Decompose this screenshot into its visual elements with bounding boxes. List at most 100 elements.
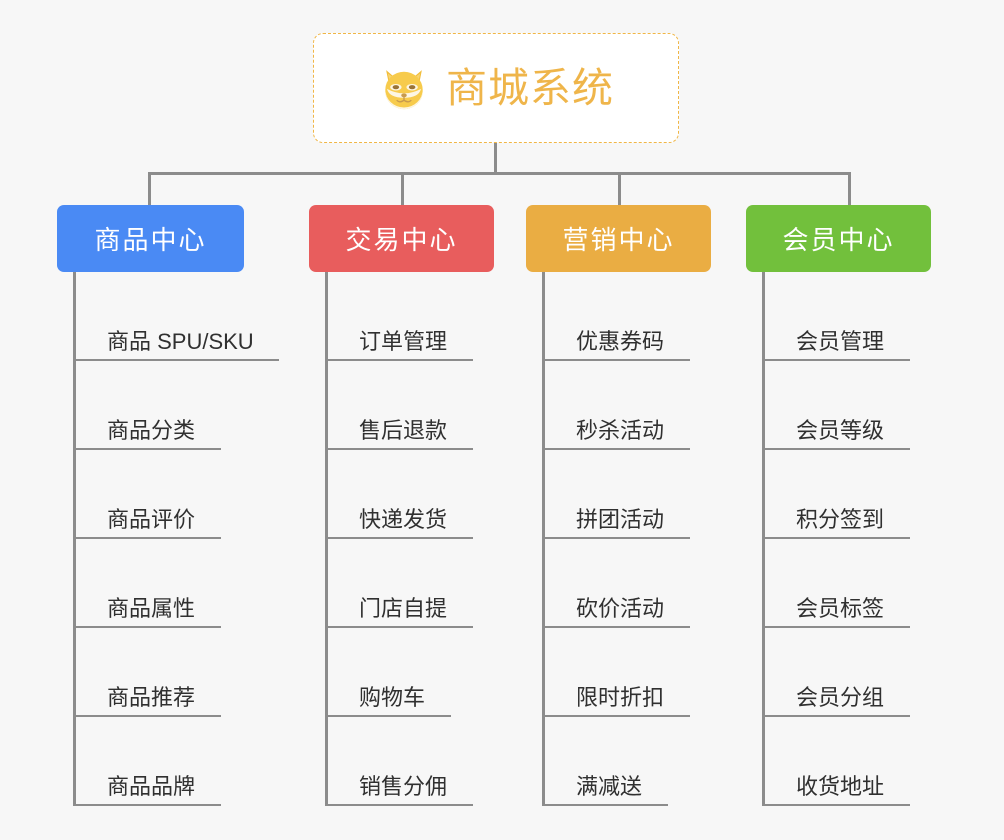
leaf-underline <box>325 537 473 539</box>
leaf-label: 商品属性 <box>107 595 196 621</box>
leaf-underline <box>762 804 910 806</box>
leaf-underline <box>73 715 221 717</box>
leaf-underline <box>762 626 910 628</box>
list-item[interactable]: 优惠券码 <box>542 272 711 361</box>
leaf-label: 积分签到 <box>796 506 885 532</box>
category-header-4[interactable]: 会员中心 <box>746 205 931 272</box>
connector-drop-3 <box>618 172 621 208</box>
list-item[interactable]: 快递发货 <box>325 450 494 539</box>
shiba-dog-face-icon <box>385 70 423 110</box>
leaf-underline <box>542 626 690 628</box>
list-item[interactable]: 订单管理 <box>325 272 494 361</box>
connector-root-stem <box>494 143 497 174</box>
category-title: 会员中心 <box>782 225 895 255</box>
root-node[interactable]: 商城系统 <box>313 33 679 143</box>
leaf-label: 商品分类 <box>107 417 196 443</box>
leaf-underline <box>73 804 221 806</box>
leaf-underline <box>542 537 690 539</box>
leaf-underline <box>542 715 690 717</box>
leaf-label: 商品 SPU/SKU <box>107 328 254 354</box>
leaf-underline <box>325 715 451 717</box>
leaf-spine <box>325 272 328 806</box>
leaf-underline <box>542 804 668 806</box>
category-column-3: 营销中心 优惠券码 秒杀活动 拼团活动 砍价活动 限时折扣 <box>526 205 711 806</box>
leaf-underline <box>325 359 473 361</box>
leaf-list-3: 优惠券码 秒杀活动 拼团活动 砍价活动 限时折扣 满减送 <box>542 272 711 806</box>
leaf-label: 购物车 <box>359 684 426 710</box>
leaf-list-2: 订单管理 售后退款 快递发货 门店自提 购物车 销售分佣 <box>325 272 494 806</box>
list-item[interactable]: 拼团活动 <box>542 450 711 539</box>
leaf-underline <box>325 804 473 806</box>
list-item[interactable]: 砍价活动 <box>542 539 711 628</box>
leaf-label: 会员分组 <box>796 684 885 710</box>
leaf-label: 会员标签 <box>796 595 885 621</box>
list-item[interactable]: 会员分组 <box>762 628 931 717</box>
leaf-spine <box>73 272 76 806</box>
list-item[interactable]: 商品分类 <box>73 361 244 450</box>
leaf-underline <box>762 359 910 361</box>
list-item[interactable]: 商品评价 <box>73 450 244 539</box>
list-item[interactable]: 商品推荐 <box>73 628 244 717</box>
category-column-1: 商品中心 商品 SPU/SKU 商品分类 商品评价 商品属性 商品推荐 <box>57 205 279 806</box>
list-item[interactable]: 收货地址 <box>762 717 931 806</box>
list-item[interactable]: 积分签到 <box>762 450 931 539</box>
list-item[interactable]: 会员标签 <box>762 539 931 628</box>
leaf-label: 优惠券码 <box>576 328 665 354</box>
category-header-3[interactable]: 营销中心 <box>526 205 711 272</box>
list-item[interactable]: 秒杀活动 <box>542 361 711 450</box>
leaf-spine <box>762 272 765 806</box>
list-item[interactable]: 会员管理 <box>762 272 931 361</box>
category-column-2: 交易中心 订单管理 售后退款 快递发货 门店自提 购物车 <box>309 205 494 806</box>
leaf-label: 拼团活动 <box>576 506 665 532</box>
leaf-label: 商品评价 <box>107 506 196 532</box>
leaf-underline <box>73 626 221 628</box>
connector-drop-2 <box>401 172 404 208</box>
leaf-underline <box>762 448 910 450</box>
leaf-label: 售后退款 <box>359 417 448 443</box>
category-column-4: 会员中心 会员管理 会员等级 积分签到 会员标签 会员分组 <box>746 205 931 806</box>
category-title: 营销中心 <box>562 225 675 255</box>
leaf-label: 快递发货 <box>359 506 448 532</box>
category-title: 交易中心 <box>345 225 458 255</box>
connector-drop-4 <box>848 172 851 208</box>
leaf-underline <box>542 359 690 361</box>
leaf-underline <box>325 626 473 628</box>
leaf-underline <box>73 448 221 450</box>
leaf-underline <box>762 715 910 717</box>
leaf-label: 收货地址 <box>796 773 885 799</box>
leaf-label: 秒杀活动 <box>576 417 665 443</box>
connector-bus <box>148 172 851 175</box>
leaf-list-1: 商品 SPU/SKU 商品分类 商品评价 商品属性 商品推荐 商品品牌 <box>73 272 279 806</box>
leaf-label: 商品品牌 <box>107 773 196 799</box>
list-item[interactable]: 购物车 <box>325 628 494 717</box>
list-item[interactable]: 销售分佣 <box>325 717 494 806</box>
leaf-label: 砍价活动 <box>576 595 665 621</box>
leaf-spine <box>542 272 545 806</box>
list-item[interactable]: 商品属性 <box>73 539 244 628</box>
leaf-label: 会员等级 <box>796 417 885 443</box>
leaf-label: 商品推荐 <box>107 684 196 710</box>
leaf-label: 门店自提 <box>359 595 448 621</box>
category-header-2[interactable]: 交易中心 <box>309 205 494 272</box>
leaf-label: 订单管理 <box>359 328 448 354</box>
list-item[interactable]: 商品 SPU/SKU <box>73 272 279 361</box>
category-title: 商品中心 <box>94 225 207 255</box>
root-title: 商城系统 <box>446 64 614 111</box>
list-item[interactable]: 售后退款 <box>325 361 494 450</box>
connector-drop-1 <box>148 172 151 208</box>
list-item[interactable]: 会员等级 <box>762 361 931 450</box>
leaf-label: 销售分佣 <box>359 773 448 799</box>
leaf-label: 满减送 <box>576 773 643 799</box>
leaf-list-4: 会员管理 会员等级 积分签到 会员标签 会员分组 收货地址 <box>762 272 931 806</box>
leaf-underline <box>762 537 910 539</box>
leaf-underline <box>542 448 690 450</box>
list-item[interactable]: 满减送 <box>542 717 711 806</box>
category-header-1[interactable]: 商品中心 <box>57 205 244 272</box>
list-item[interactable]: 门店自提 <box>325 539 494 628</box>
list-item[interactable]: 限时折扣 <box>542 628 711 717</box>
leaf-underline <box>73 359 279 361</box>
list-item[interactable]: 商品品牌 <box>73 717 244 806</box>
leaf-underline <box>73 537 221 539</box>
leaf-label: 会员管理 <box>796 328 885 354</box>
